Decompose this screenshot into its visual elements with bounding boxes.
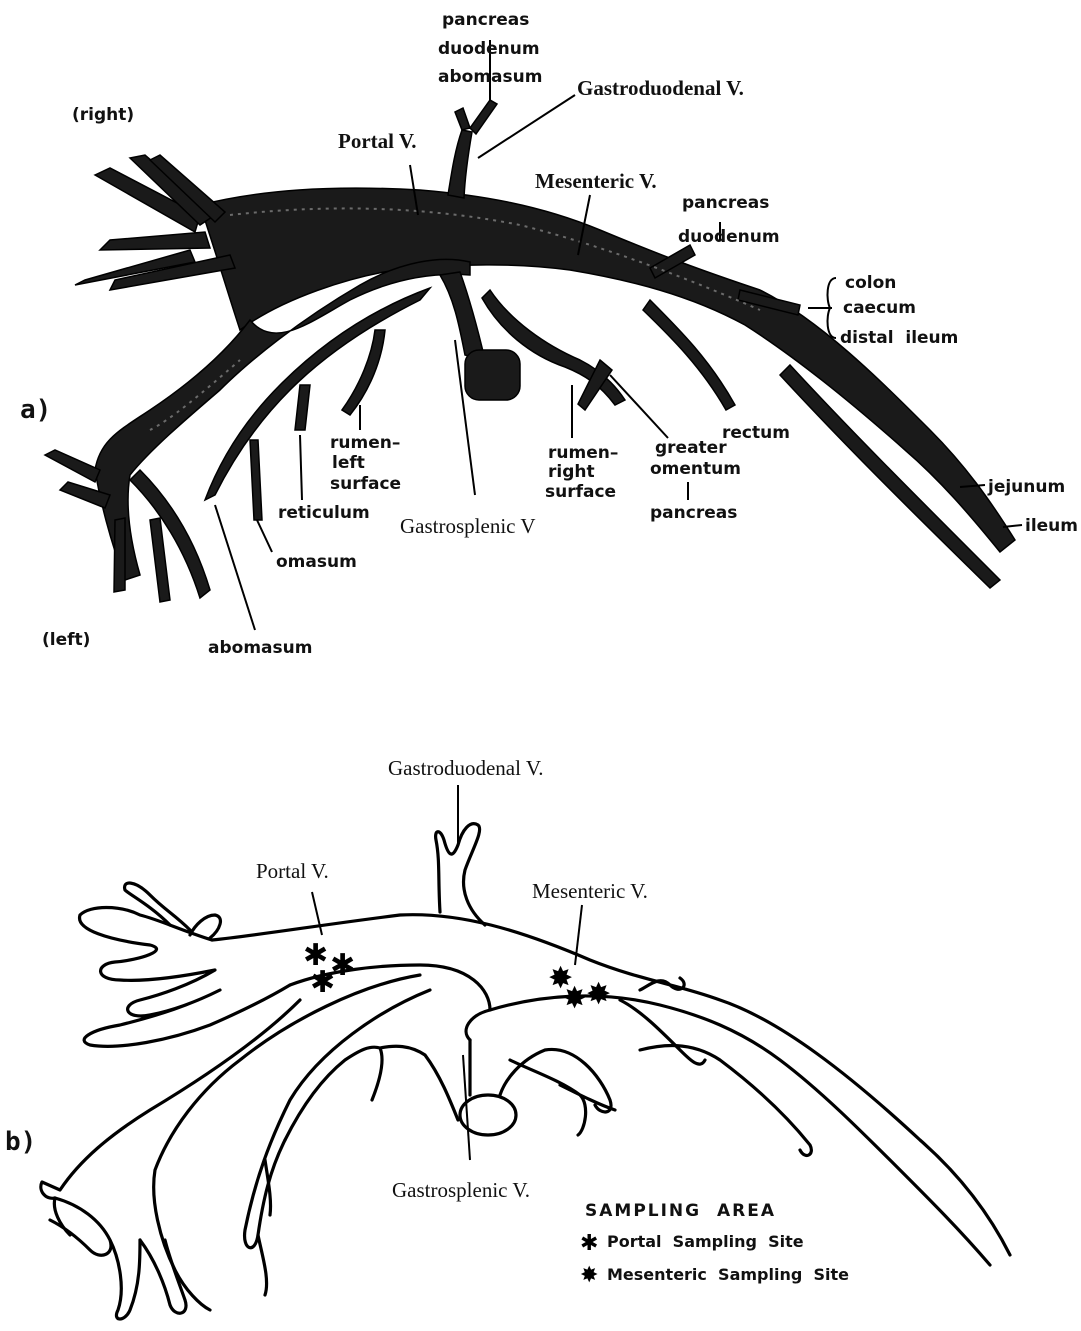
omentum-leader (610, 375, 668, 438)
right-branch-fork-b (125, 883, 190, 930)
organ-label: abomasum (438, 67, 542, 87)
legend-portal-label: Portal Sampling Site (607, 1232, 804, 1251)
gastroduodenal-branch-a (448, 130, 472, 198)
organ-label: surface (545, 482, 616, 502)
rumen-right-b (510, 1060, 615, 1135)
left-fan-5 (150, 518, 170, 602)
organ-label: duodenum (678, 227, 780, 247)
portal-vein-label-a: Portal V. (338, 129, 417, 153)
gastrosplenic-vein-label-b: Gastrosplenic V. (392, 1178, 530, 1202)
portal-sampling-marker: ✱ (310, 965, 335, 1000)
legend-title: SAMPLING AREA (585, 1201, 776, 1221)
organ-label: reticulum (278, 503, 370, 523)
organ-label: duodenum (438, 39, 540, 59)
organ-label: jejunum (987, 477, 1065, 497)
gastrosplenic-arc-inner-b (285, 1046, 458, 1140)
organ-label: pancreas (442, 10, 529, 30)
abomasum-leader-a (215, 505, 255, 630)
gastrosplenic-stub (465, 350, 520, 400)
mesenteric-vein-label-a: Mesenteric V. (535, 169, 657, 193)
left-side-label: (left) (42, 630, 90, 650)
mesenteric-branch-2-b (640, 1046, 811, 1156)
panel-a-labels: a) (right) (left) pancreas duodenum abom… (20, 10, 1078, 658)
left-fan-4 (114, 518, 125, 592)
organ-label: distal ileum (840, 328, 958, 348)
panel-a-label: a) (20, 395, 51, 425)
organ-label: caecum (843, 298, 916, 318)
gastrosplenic-trunk (440, 272, 485, 360)
organ-label: pancreas (650, 503, 737, 523)
left-fan-3 (130, 470, 210, 598)
organ-label: colon (845, 273, 896, 293)
organ-label: ileum (1025, 516, 1078, 536)
portal-leader-b (312, 892, 322, 935)
panel-b-label: b) (5, 1127, 36, 1157)
legend-mesenteric-label: Mesenteric Sampling Site (607, 1265, 849, 1284)
gastrosplenic-arc-outer-b (245, 990, 430, 1248)
left-fan-1 (45, 450, 100, 482)
mesenteric-sampling-marker: ✸ (562, 981, 587, 1016)
omasum-branch (250, 440, 262, 520)
panel-b-outline (41, 824, 1010, 1319)
organ-label: rumen– (548, 443, 618, 463)
legend-mesenteric-symbol: ✸ (580, 1263, 598, 1288)
gastroduodenal-vein-label-a: Gastroduodenal V. (577, 76, 744, 100)
organ-label: omentum (650, 459, 741, 479)
rectum-branch (643, 300, 735, 410)
organ-label: pancreas (682, 193, 769, 213)
right-branch-4 (100, 232, 210, 250)
left-arc-inner-b (154, 975, 420, 1310)
sampling-legend: SAMPLING AREA ✱ Portal Sampling Site ✸ M… (580, 1201, 849, 1288)
legend-portal-symbol: ✱ (580, 1231, 598, 1256)
reticulum-branch (295, 385, 310, 430)
right-branches-b (80, 908, 290, 1047)
organ-label: abomasum (208, 638, 312, 658)
mesenteric-sampling-marker: ✸ (586, 977, 611, 1012)
organ-label: rumen– (330, 433, 400, 453)
organ-label: greater (655, 438, 727, 458)
organ-label: right (548, 462, 595, 482)
organ-label: surface (330, 474, 401, 494)
organ-label: rectum (722, 423, 790, 443)
left-fan-b (50, 1198, 186, 1319)
gastroduodenal-tip-a (455, 100, 497, 134)
reticulum-leader (300, 435, 302, 500)
right-side-label: (right) (72, 105, 134, 125)
organ-label: left (332, 453, 365, 473)
mesenteric-branch-1-b (620, 1000, 705, 1064)
gastroduodenal-branch-b (436, 824, 485, 925)
gastrosplenic-vein-label-a: Gastrosplenic V (400, 514, 536, 538)
gastroduodenal-vein-label-b: Gastroduodenal V. (388, 756, 544, 780)
mesenteric-vein-label-b: Mesenteric V. (532, 879, 648, 903)
portal-vein-label-b: Portal V. (256, 859, 329, 883)
omasum-leader (257, 520, 272, 552)
organ-label: omasum (276, 552, 357, 572)
